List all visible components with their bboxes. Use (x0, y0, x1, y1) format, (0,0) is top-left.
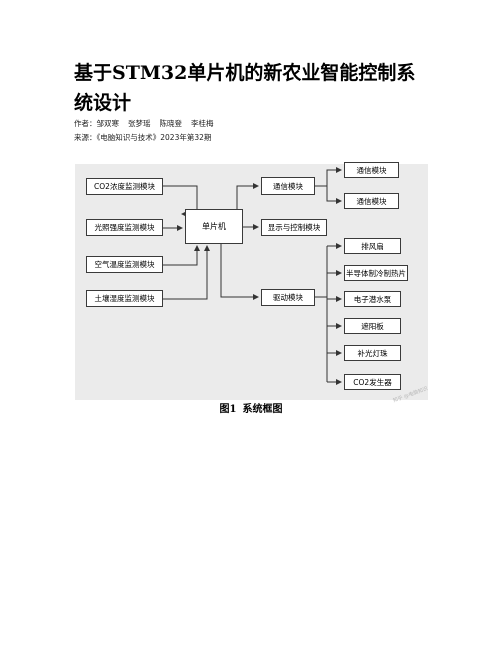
author-name: 邹双寒 (96, 119, 120, 128)
authors-label: 作者： (74, 119, 97, 128)
diagram-connectors (163, 167, 342, 385)
block-mcu: 单片机 (185, 209, 243, 244)
author-name: 李桂梅 (191, 119, 214, 128)
block-display-control: 显示与控制模块 (261, 219, 327, 236)
block-comm-sub-2: 通信模块 (344, 193, 399, 209)
block-comm: 通信模块 (261, 177, 315, 195)
block-co2-sensor: CO2浓度监测模块 (86, 178, 163, 195)
author-name: 张梦瑶 (128, 119, 151, 128)
connector-comm-to-sub2 (326, 186, 342, 204)
source-text: 《电脑知识与技术》2023年第32期 (96, 133, 212, 142)
caption-number: 图1 (219, 404, 237, 415)
author-name: 陈晓登 (159, 119, 183, 128)
connector-air-to-mcu (163, 245, 200, 266)
connector-mcu-to-comm (236, 183, 259, 219)
connector-comm-to-sub1 (315, 167, 342, 187)
source-line: 来源：《电脑知识与技术》2023年第32期 (74, 132, 211, 143)
block-soil-moisture-sensor: 土壤湿度监测模块 (86, 290, 163, 307)
block-comm-sub-1: 通信模块 (344, 162, 399, 178)
article-title: 基于STM32单片机的新农业智能控制系统设计 (74, 62, 416, 114)
connector-mcu-to-driver (220, 244, 259, 300)
system-block-diagram: CO2浓度监测模块 光照强度监测模块 空气温度监测模块 土壤湿度监测模块 单片机… (75, 162, 428, 400)
block-sunshade: 遮阳板 (344, 318, 401, 334)
block-peltier: 半导体制冷制热片 (344, 265, 408, 281)
author-line: 作者：邹双寒张梦瑶陈晓登李桂梅 (74, 118, 214, 129)
block-water-pump: 电子潜水泵 (344, 291, 401, 307)
source-label: 来源： (74, 133, 97, 142)
block-light-sensor: 光照强度监测模块 (86, 219, 163, 236)
block-driver: 驱动模块 (261, 289, 315, 306)
block-fill-light: 补光灯珠 (344, 345, 401, 361)
caption-text: 系统框图 (242, 404, 283, 415)
block-exhaust-fan: 排风扇 (344, 238, 401, 254)
block-co2-generator: CO2发生器 (344, 374, 401, 390)
figure-caption: 图1 系统框图 (0, 400, 502, 415)
connector-soil-to-mcu (163, 245, 210, 300)
block-air-temp-sensor: 空气温度监测模块 (86, 256, 163, 273)
